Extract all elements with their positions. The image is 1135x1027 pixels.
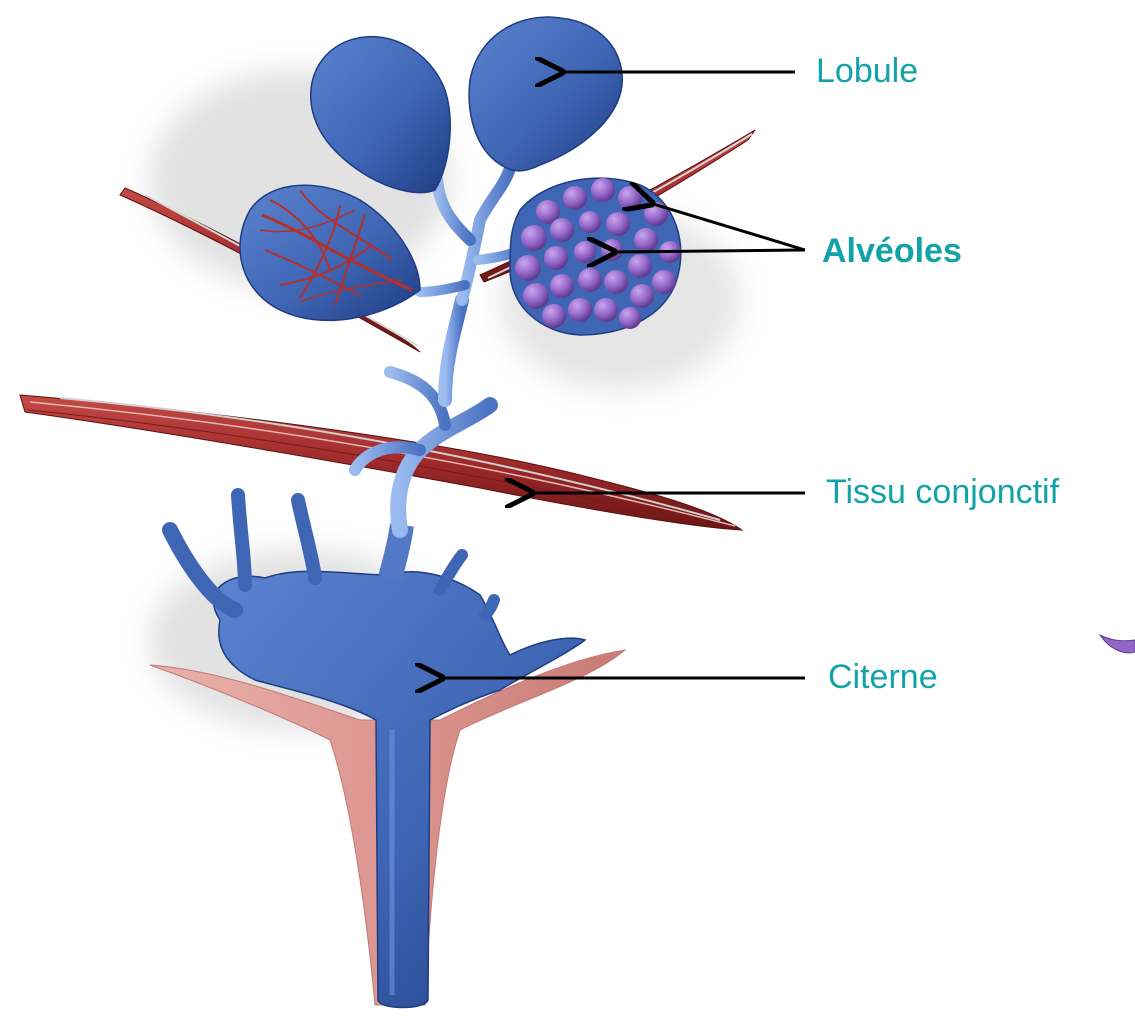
connective-tissue-muscle bbox=[20, 395, 742, 530]
label-lobule: Lobule bbox=[816, 54, 918, 88]
label-citerne: Citerne bbox=[828, 660, 938, 694]
lobule-right bbox=[469, 17, 622, 171]
arrow-left-icon bbox=[612, 250, 805, 252]
alveoli-cluster bbox=[510, 178, 681, 335]
label-tissu-conjonctif: Tissu conjonctif bbox=[826, 475, 1059, 509]
label-alveoles: Alvéoles bbox=[822, 234, 962, 268]
partial-shape-right bbox=[1100, 635, 1135, 653]
